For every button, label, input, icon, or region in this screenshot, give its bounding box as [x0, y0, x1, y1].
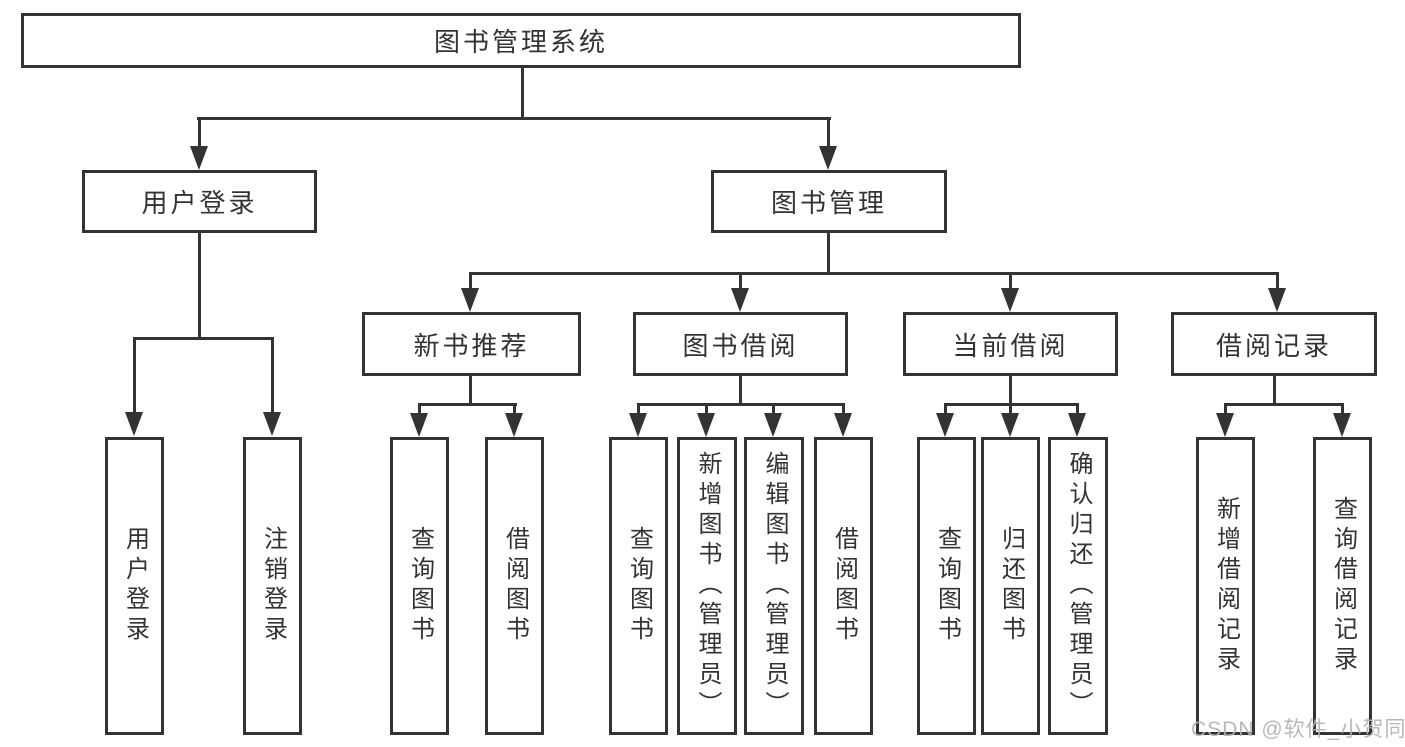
arrowhead-down: [190, 146, 208, 170]
node-label: 确认归还（管理员）: [1065, 451, 1092, 721]
node-box-book-management: 图书管理: [711, 170, 947, 233]
node-label: 查询借阅记录: [1329, 496, 1357, 676]
node-box-borrow-records: 借阅记录: [1171, 312, 1377, 376]
node-box-borrow-books-leaf: 借阅图书: [814, 437, 873, 735]
node-box-current-borrow: 当前借阅: [903, 312, 1118, 376]
connector-vline: [637, 403, 640, 417]
connector-vline: [827, 117, 830, 148]
node-label: 图书管理系统: [433, 27, 608, 57]
arrowhead-down: [764, 413, 782, 437]
node-label: 当前借阅: [952, 330, 1069, 361]
connector-vline: [198, 233, 201, 337]
arrowhead-down: [834, 413, 852, 437]
connector-vline: [1009, 272, 1012, 290]
node-label: 用户登录: [141, 188, 258, 218]
connector-vline: [271, 337, 274, 413]
connector-vline: [739, 376, 742, 406]
connector-vline: [1273, 376, 1276, 406]
connector-vline: [705, 403, 708, 417]
node-label: 新书推荐: [413, 330, 530, 361]
node-box-user-login-leaf: 用户登录: [105, 437, 164, 735]
arrowhead-down: [1068, 413, 1086, 437]
node-label: 新增借阅记录: [1212, 496, 1240, 676]
node-label: 用户登录: [121, 526, 149, 646]
node-box-system: 图书管理系统: [21, 13, 1021, 68]
connector-hline: [637, 403, 845, 406]
node-label: 查询图书: [625, 526, 653, 646]
node-label: 编辑图书（管理员）: [761, 451, 788, 721]
node-label: 借阅记录: [1215, 330, 1332, 361]
node-box-add-borrow-record: 新增借阅记录: [1196, 437, 1255, 735]
arrowhead-down: [731, 288, 749, 312]
connector-vline: [827, 233, 830, 275]
node-box-borrow-books-recommend: 借阅图书: [485, 437, 544, 735]
connector-vline: [198, 117, 201, 148]
connector-vline: [1224, 403, 1227, 417]
node-box-query-books-current: 查询图书: [917, 437, 976, 735]
connector-vline: [521, 68, 524, 117]
node-box-query-books-recommend: 查询图书: [390, 437, 449, 735]
connector-vline: [772, 403, 775, 417]
node-box-confirm-return-admin: 确认归还（管理员）: [1048, 437, 1108, 735]
node-label: 查询图书: [933, 526, 961, 646]
connector-vline: [469, 376, 472, 406]
connector-vline: [944, 403, 947, 417]
node-label: 借阅图书: [501, 526, 529, 646]
node-box-query-books-borrow: 查询图书: [609, 437, 668, 735]
arrowhead-down: [936, 413, 954, 437]
connector-vline: [513, 403, 516, 417]
connector-vline: [133, 337, 136, 413]
node-label: 注销登录: [259, 526, 287, 646]
connector-hline: [133, 337, 274, 340]
connector-vline: [1276, 272, 1279, 290]
arrowhead-down: [125, 412, 143, 436]
connector-vline: [1341, 403, 1344, 417]
arrowhead-down: [410, 413, 428, 437]
watermark: CSDN @软件_小贺同学: [1191, 718, 1405, 741]
node-label: 归还图书: [997, 526, 1025, 646]
node-box-query-borrow-record: 查询借阅记录: [1313, 437, 1372, 735]
node-box-add-book-admin: 新增图书（管理员）: [677, 437, 737, 735]
arrowhead-down: [505, 413, 523, 437]
arrowhead-down: [1216, 413, 1234, 437]
arrowhead-down: [697, 413, 715, 437]
node-box-return-book: 归还图书: [981, 437, 1040, 735]
connector-hline: [469, 272, 1279, 275]
node-label: 图书管理: [770, 188, 887, 218]
node-box-user-login: 用户登录: [82, 170, 317, 233]
arrowhead-down: [461, 288, 479, 312]
node-label: 查询图书: [406, 526, 434, 646]
connector-vline: [418, 403, 421, 417]
connector-hline: [197, 117, 831, 120]
arrowhead-down: [819, 146, 837, 170]
connector-vline: [842, 403, 845, 417]
connector-hline: [418, 403, 517, 406]
connector-vline: [1009, 376, 1012, 406]
node-box-book-borrow: 图书借阅: [633, 312, 848, 376]
node-box-logout: 注销登录: [243, 437, 302, 735]
arrowhead-down: [1001, 413, 1019, 437]
node-label: 图书借阅: [682, 330, 799, 361]
arrowhead-down: [629, 413, 647, 437]
arrowhead-down: [1333, 413, 1351, 437]
node-label: 借阅图书: [830, 526, 858, 646]
connector-vline: [1076, 403, 1079, 417]
connector-hline: [1224, 403, 1344, 406]
arrowhead-down: [1001, 288, 1019, 312]
connector-vline: [1009, 403, 1012, 417]
arrowhead-down: [1268, 288, 1286, 312]
node-box-edit-book-admin: 编辑图书（管理员）: [744, 437, 804, 735]
node-label: 新增图书（管理员）: [694, 451, 721, 721]
node-box-new-book-recommend: 新书推荐: [362, 312, 581, 376]
arrowhead-down: [263, 412, 281, 436]
connector-vline: [469, 272, 472, 290]
connector-vline: [739, 272, 742, 290]
